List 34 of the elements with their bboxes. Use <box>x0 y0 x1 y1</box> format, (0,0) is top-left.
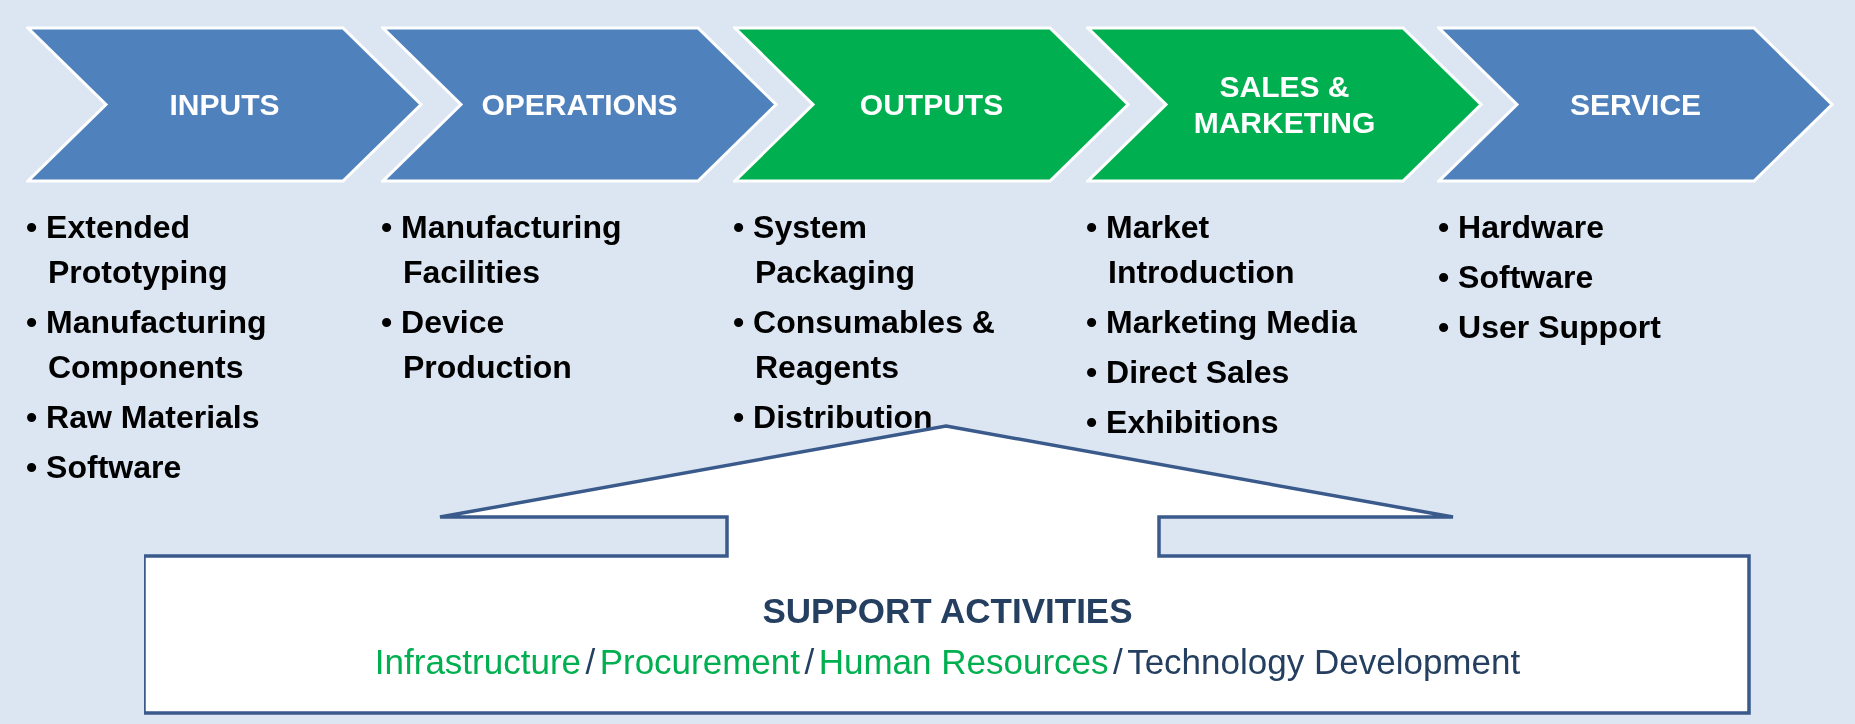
bullet-item: • User Support <box>1438 308 1662 347</box>
bullet-item: • Software <box>26 448 183 487</box>
stage-title: SERVICE <box>1569 86 1702 123</box>
bullet-item: • Distribution <box>733 398 934 437</box>
chevron-shape <box>1086 26 1483 183</box>
bullet-item: • Extended Prototyping <box>26 208 229 292</box>
bullet-item: • Hardware <box>1438 208 1605 247</box>
stage-title: SALES & MARKETING <box>1192 68 1377 141</box>
bullet-item: • Raw Materials <box>26 398 261 437</box>
chevron-shape <box>733 26 1130 183</box>
separator: / <box>804 642 815 681</box>
bullet-item: • Software <box>1438 258 1595 297</box>
bullet-item: • System Packaging <box>733 208 917 292</box>
stage-title: INPUTS <box>169 86 280 123</box>
support-title: SUPPORT ACTIVITIES <box>762 591 1133 630</box>
chevron-shape <box>1437 26 1834 183</box>
bullet-item: • Device Production <box>381 303 573 387</box>
support-activity: Technology Development <box>1127 642 1521 681</box>
bullet-item: • Consumables & Reagents <box>733 303 996 387</box>
stage-title: OPERATIONS <box>481 86 678 123</box>
bullet-item: • Marketing Media <box>1086 303 1358 342</box>
separator: / <box>585 642 596 681</box>
bullet-item: • Manufacturing Facilities <box>381 208 623 292</box>
bullet-item: • Manufacturing Components <box>26 303 268 387</box>
separator: / <box>1112 642 1123 681</box>
stage-title: OUTPUTS <box>859 86 1004 123</box>
bullet-item: • Market Introduction <box>1086 208 1296 292</box>
chevron-shape <box>26 26 423 183</box>
bullet-item: • Direct Sales <box>1086 353 1291 392</box>
chevron-shape <box>381 26 778 183</box>
support-activity: Human Resources <box>818 642 1109 681</box>
bullet-item: • Exhibitions <box>1086 403 1280 442</box>
support-activity: Procurement <box>599 642 801 681</box>
support-activity: Infrastructure <box>374 642 581 681</box>
